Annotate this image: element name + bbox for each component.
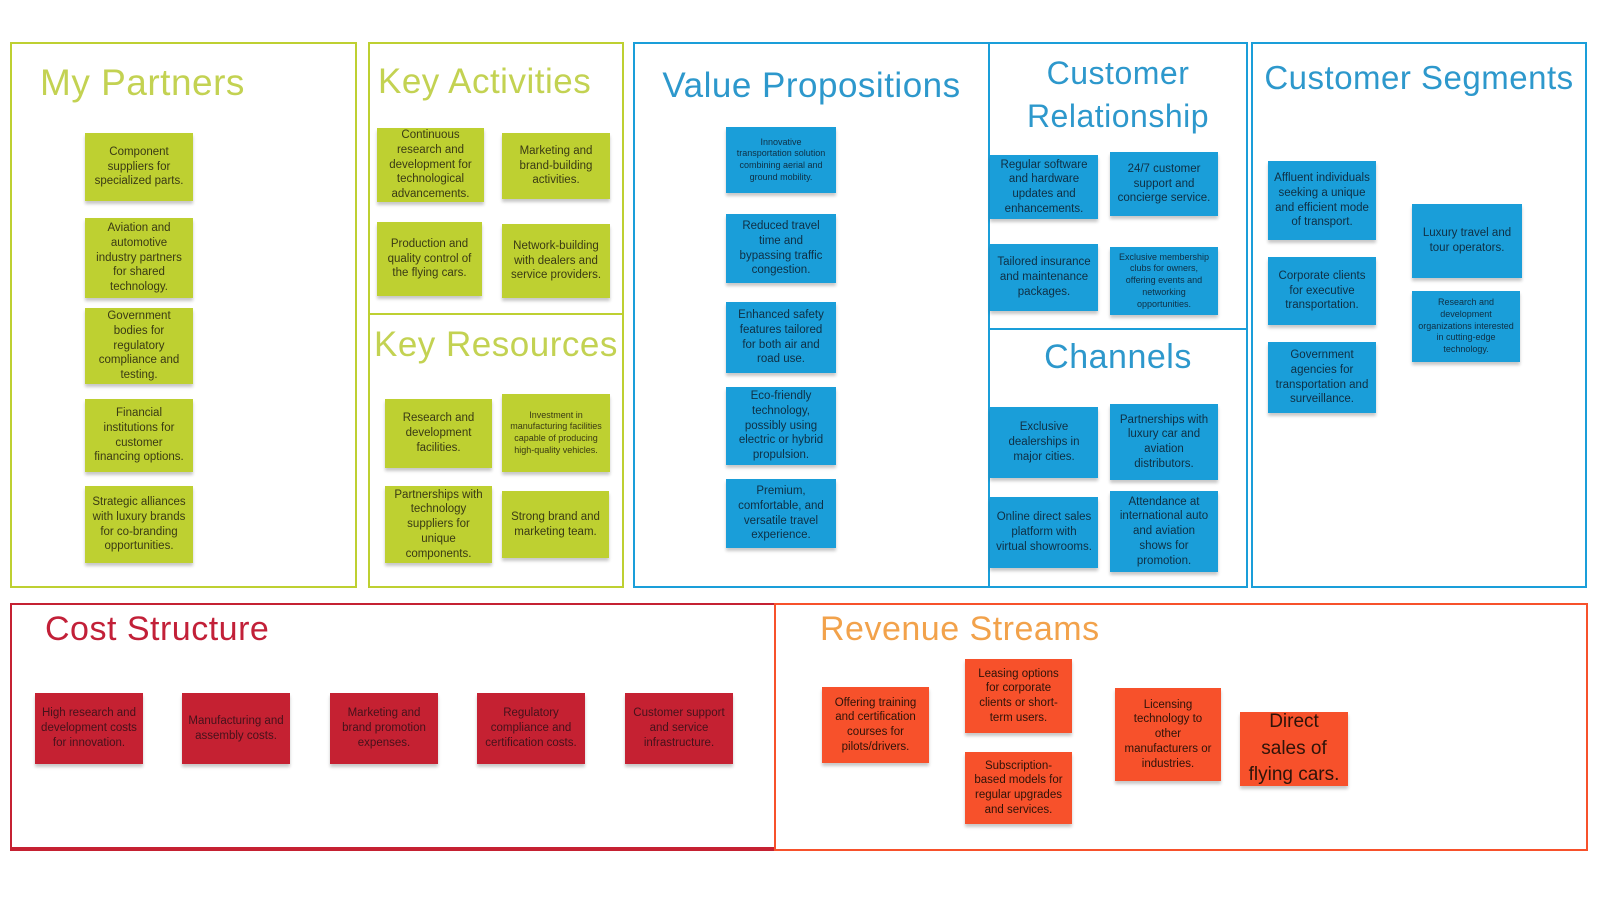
sticky-note: Strong brand and marketing team. — [502, 491, 609, 558]
customer-relationship-title: Customer Relationship — [1026, 55, 1210, 135]
sticky-note: Marketing and brand promotion expenses. — [330, 693, 438, 764]
sticky-note: Affluent individuals seeking a unique an… — [1268, 161, 1376, 240]
sticky-note: Network-building with dealers and servic… — [502, 224, 610, 298]
sticky-note: Online direct sales platform with virtua… — [990, 497, 1098, 568]
key-resources-box — [368, 313, 624, 588]
sticky-note: Exclusive dealerships in major cities. — [990, 407, 1098, 478]
sticky-note: Aviation and automotive industry partner… — [85, 218, 193, 298]
sticky-note: Component suppliers for specialized part… — [85, 133, 193, 201]
sticky-note: Corporate clients for executive transpor… — [1268, 257, 1376, 325]
channels-title: Channels — [1044, 338, 1192, 376]
sticky-note: Partnerships with luxury car and aviatio… — [1110, 404, 1218, 480]
sticky-note: Exclusive membership clubs for owners, o… — [1110, 247, 1218, 315]
key-resources-title: Key Resources — [374, 325, 618, 364]
revenue-streams-title: Revenue Streams — [820, 610, 1100, 648]
sticky-note: Regular software and hardware updates an… — [990, 155, 1098, 219]
sticky-note: Research and development facilities. — [385, 399, 492, 468]
sticky-note: Direct sales of flying cars. — [1240, 711, 1348, 786]
sticky-note: Reduced travel time and bypassing traffi… — [726, 214, 836, 283]
sticky-note: Innovative transportation solution combi… — [726, 127, 836, 193]
my-partners-title: My Partners — [40, 62, 245, 103]
sticky-note: Strategic alliances with luxury brands f… — [85, 486, 193, 563]
sticky-note: Production and quality control of the fl… — [377, 222, 482, 296]
sticky-note: Customer support and service infrastruct… — [625, 693, 733, 764]
sticky-note: Enhanced safety features tailored for bo… — [726, 302, 836, 373]
channels-box — [988, 328, 1248, 588]
sticky-note: Attendance at international auto and avi… — [1110, 491, 1218, 572]
customer-segments-title: Customer Segments — [1264, 59, 1574, 96]
customer-segments-box — [1251, 42, 1587, 588]
my-partners-box — [10, 42, 357, 588]
sticky-note: Luxury travel and tour operators. — [1412, 204, 1522, 278]
sticky-note: High research and development costs for … — [35, 693, 143, 764]
key-activities-title: Key Activities — [378, 62, 592, 101]
sticky-note: Eco-friendly technology, possibly using … — [726, 387, 836, 465]
sticky-note: Tailored insurance and maintenance packa… — [990, 244, 1098, 311]
sticky-note: Financial institutions for customer fina… — [85, 399, 193, 472]
sticky-note: Manufacturing and assembly costs. — [182, 693, 290, 764]
value-propositions-title: Value Propositions — [662, 66, 961, 105]
sticky-note: Licensing technology to other manufactur… — [1115, 688, 1221, 781]
sticky-note: Investment in manufacturing facilities c… — [502, 394, 610, 472]
cost-structure-title: Cost Structure — [45, 610, 270, 648]
sticky-note: Government bodies for regulatory complia… — [85, 308, 193, 384]
sticky-note: Offering training and certification cour… — [822, 687, 929, 763]
sticky-note: 24/7 customer support and concierge serv… — [1110, 152, 1218, 216]
sticky-note: Partnerships with technology suppliers f… — [385, 486, 492, 563]
sticky-note: Subscription-based models for regular up… — [965, 752, 1072, 824]
sticky-note: Regulatory compliance and certification … — [477, 693, 585, 764]
sticky-note: Government agencies for transportation a… — [1268, 342, 1376, 413]
sticky-note: Continuous research and development for … — [377, 128, 484, 202]
sticky-note: Premium, comfortable, and versatile trav… — [726, 479, 836, 548]
sticky-note: Marketing and brand-building activities. — [502, 133, 610, 199]
revenue-streams-box — [774, 603, 1588, 851]
sticky-note: Research and development organizations i… — [1412, 291, 1520, 362]
sticky-note: Leasing options for corporate clients or… — [965, 659, 1072, 733]
